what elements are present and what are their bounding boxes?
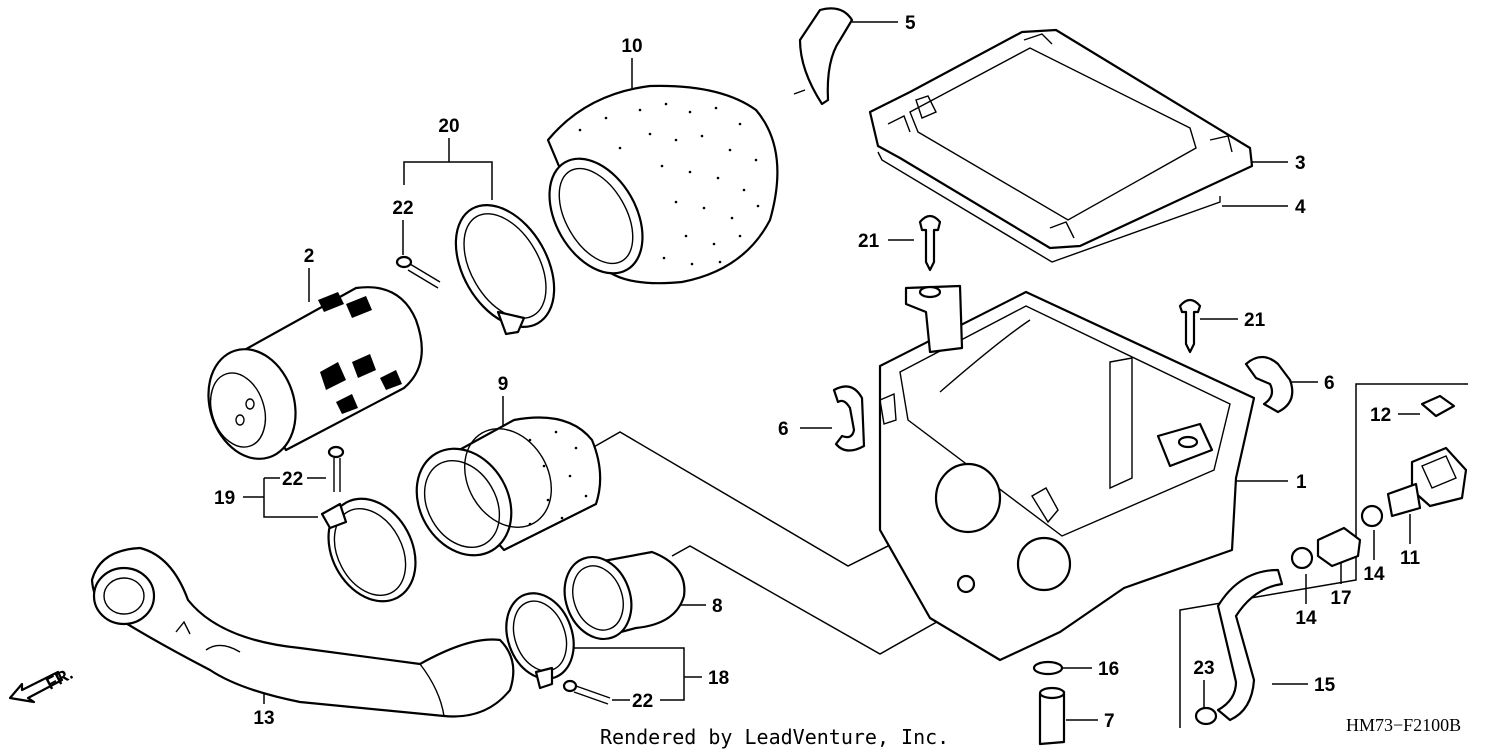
- callout-1: 1: [1296, 472, 1307, 493]
- part-4-cover-gasket: [877, 151, 1221, 263]
- part-18-hose-clamp: [505, 592, 575, 690]
- callout-8: 8: [712, 596, 723, 617]
- front-direction-arrow: FR.: [8, 664, 76, 704]
- part-22-screw-upper: [395, 255, 441, 289]
- callout-9: 9: [498, 374, 509, 395]
- part-20-filter-band: [454, 204, 556, 336]
- callout-22-upper: 22: [392, 198, 413, 219]
- render-credit: Rendered by LeadVenture, Inc.: [600, 725, 949, 749]
- part-11-breather-separator: [1386, 446, 1468, 518]
- part-23-clip: [1194, 706, 1218, 726]
- part-3-airbox-cover: [868, 28, 1254, 250]
- callout-15: 15: [1314, 675, 1336, 696]
- callout-22-lower: 22: [632, 691, 653, 712]
- diagram-code: HM73−F2100B: [1346, 715, 1461, 735]
- callout-3: 3: [1295, 153, 1306, 174]
- callout-21-right: 21: [1244, 310, 1266, 331]
- callout-20: 20: [438, 116, 459, 137]
- callout-5: 5: [905, 13, 916, 34]
- part-7-drain-tube: [1038, 686, 1066, 746]
- callout-14-upper: 14: [1363, 564, 1385, 585]
- callout-10: 10: [621, 36, 642, 57]
- callout-16: 16: [1098, 659, 1119, 680]
- callout-4: 4: [1295, 197, 1306, 218]
- callout-18: 18: [708, 668, 729, 689]
- callout-2: 2: [304, 246, 315, 267]
- part-13-intake-duct: [90, 546, 515, 718]
- part-10-outer-foam-filter: [546, 84, 779, 285]
- callout-17: 17: [1330, 588, 1351, 609]
- callout-13: 13: [253, 708, 274, 729]
- part-5-retainer-strap: [793, 7, 854, 106]
- part-19-hose-clamp: [320, 497, 417, 603]
- part-6-clip-right: [1244, 355, 1294, 414]
- callout-14-lower: 14: [1295, 608, 1317, 629]
- part-15-breather-tube: [1216, 568, 1284, 722]
- callout-7: 7: [1104, 711, 1115, 732]
- part-21-push-rivet-left: [918, 214, 942, 272]
- callout-12: 12: [1370, 405, 1391, 426]
- part-12-cap: [1420, 394, 1456, 418]
- callout-labels: 10 20 22 2 5 3 4 21 21 6 6 1 9 19 22 8 1…: [214, 13, 1420, 732]
- front-direction-label: FR.: [43, 664, 76, 694]
- part-9-connecting-boot: [415, 416, 602, 557]
- callout-19: 19: [214, 488, 235, 509]
- callout-21-left: 21: [858, 231, 880, 252]
- part-6-clip-left: [832, 385, 866, 452]
- part-22-screw-lower: [562, 679, 611, 705]
- part-14-clamp-lower: [1290, 546, 1314, 570]
- part-1-airbox: [878, 284, 1256, 662]
- callout-6-right: 6: [1324, 373, 1335, 394]
- part-22-screw-middle: [327, 445, 345, 492]
- part-2-inner-filter: [207, 286, 423, 460]
- callout-11: 11: [1400, 548, 1421, 569]
- part-21-push-rivet-right: [1178, 298, 1202, 354]
- part-16-drain-clip: [1032, 660, 1064, 676]
- callout-22-middle: 22: [282, 469, 303, 490]
- part-8-carburetor-joint: [563, 550, 686, 641]
- callout-6-left: 6: [778, 419, 789, 440]
- callout-23: 23: [1193, 658, 1214, 679]
- part-17-joint: [1316, 526, 1362, 568]
- part-14-clamp-upper: [1360, 504, 1384, 528]
